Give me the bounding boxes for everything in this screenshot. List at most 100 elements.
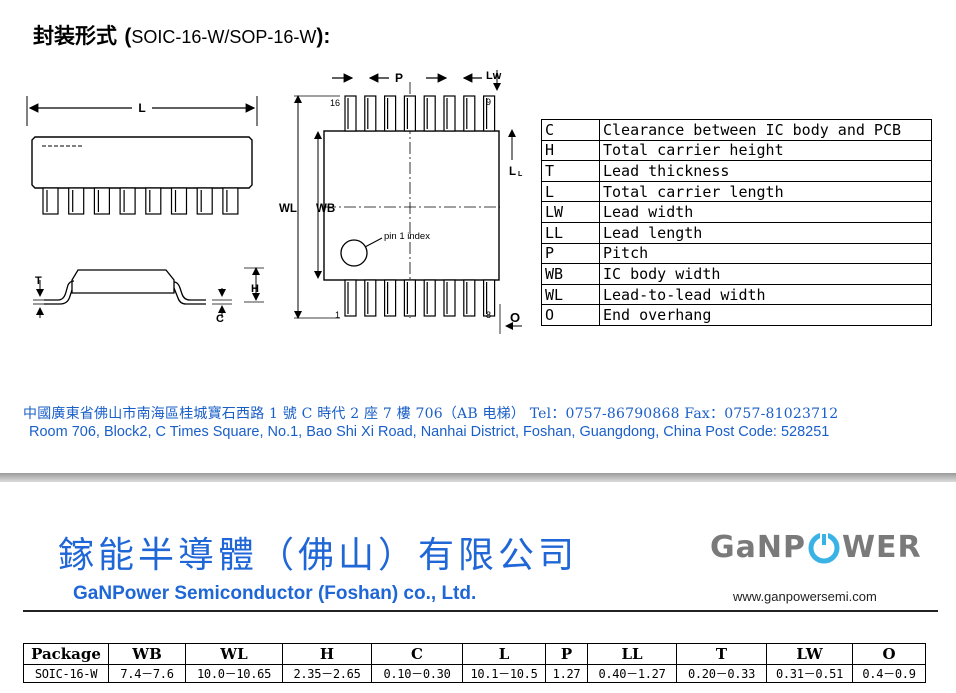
company-website: www.ganpowersemi.com	[733, 589, 877, 604]
letterhead-rule	[23, 610, 938, 612]
dims-header-cell: WB	[108, 643, 186, 665]
pin-16-label: 16	[330, 98, 340, 108]
legend-description: Lead length	[599, 221, 932, 244]
top-lead-upper	[483, 95, 496, 132]
legend-code: L	[541, 180, 600, 203]
dim-l-label: L	[138, 101, 145, 115]
side-lead	[196, 187, 213, 215]
package-outline-drawing: L T H C pin 1 index 16 9 1	[26, 70, 523, 334]
dims-header-cell: LL	[587, 643, 677, 665]
top-lead-upper	[423, 95, 436, 132]
dims-data-cell: 10.0－10.65	[185, 664, 283, 683]
dim-t-label: T	[35, 275, 42, 287]
top-lead-upper	[443, 95, 456, 132]
legend-code: T	[541, 160, 600, 182]
legend-description: End overhang	[599, 304, 932, 326]
legend-code: P	[541, 242, 600, 265]
dim-wl-label: WL	[279, 203, 297, 215]
dims-data-cell: 0.40－1.27	[587, 664, 677, 683]
dim-c-label: C	[216, 313, 224, 325]
side-lead	[145, 187, 162, 215]
top-lead-lower	[344, 279, 357, 317]
top-lead-lower	[403, 279, 416, 317]
dims-header-cell: C	[371, 643, 463, 665]
legend-code: C	[541, 119, 600, 141]
legend-code: H	[541, 139, 600, 162]
dims-header-cell: WL	[185, 643, 283, 665]
dims-header-cell: LW	[766, 643, 853, 665]
top-lead-upper	[384, 95, 397, 132]
dims-data-cell: 7.4－7.6	[108, 664, 186, 683]
dims-data-cell: 10.1－10.5	[462, 664, 546, 683]
top-lead-lower	[423, 279, 436, 317]
side-lead	[170, 187, 188, 215]
legend-code: O	[541, 304, 600, 326]
ganpower-logo: GaNP WER	[710, 530, 922, 565]
dim-p-label: P	[395, 71, 403, 85]
legend-code: WB	[541, 263, 600, 285]
top-lead-lower	[483, 279, 496, 317]
side-lead	[119, 187, 136, 215]
title-cn: 封装形式	[33, 24, 117, 48]
legend-description: Total carrier height	[599, 139, 932, 162]
title-open-paren: (	[124, 25, 132, 48]
dims-header-cell: H	[282, 643, 372, 665]
page-title: 封装形式 (SOIC-16-W/SOP-16-W):	[33, 20, 330, 50]
side-lead	[68, 187, 85, 215]
top-lead-lower	[443, 279, 456, 317]
dims-data-cell: 0.20－0.33	[676, 664, 767, 683]
title-package: SOIC-16-W/SOP-16-W	[131, 27, 317, 47]
dim-ll-label: L	[509, 166, 516, 178]
logo-text-right: WER	[841, 530, 922, 565]
legend-code: LW	[541, 201, 600, 223]
dim-wb-label: WB	[316, 203, 335, 215]
top-view: pin 1 index 16 9 1 8 P Lw WL WB L L O	[279, 70, 523, 334]
dim-o-label: O	[510, 310, 520, 325]
legend-description: Clearance between IC body and PCB	[599, 119, 932, 141]
dims-header-cell: O	[852, 643, 926, 665]
company-name-cn: 鎵能半導體（佛山）有限公司	[58, 535, 579, 576]
dims-data-cell: 1.27	[545, 664, 588, 683]
top-lead-lower	[384, 279, 397, 317]
side-lead	[42, 187, 59, 215]
dims-data-cell: 0.4－0.9	[852, 664, 926, 683]
dims-data-cell: 0.10－0.30	[371, 664, 463, 683]
power-ring-icon	[808, 531, 840, 563]
top-lead-lower	[364, 279, 377, 317]
legend-description: Lead thickness	[599, 160, 932, 182]
legend-description: Total carrier length	[599, 180, 932, 203]
dim-ll-subscript: L	[518, 171, 523, 178]
logo-text-left: GaNP	[710, 530, 806, 565]
dims-header-cell: T	[676, 643, 767, 665]
legend-description: Pitch	[599, 242, 932, 265]
legend-description: IC body width	[599, 263, 932, 285]
dims-data-cell: 2.35－2.65	[282, 664, 372, 683]
dims-header-cell: P	[545, 643, 588, 665]
top-lead-upper	[364, 95, 377, 132]
pin-8-label: 8	[486, 310, 491, 320]
company-name-en: GaNPower Semiconductor (Foshan) co., Ltd…	[73, 583, 477, 604]
legend-description: Lead width	[599, 201, 932, 223]
dims-data-cell: 0.31－0.51	[766, 664, 853, 683]
legend-code: WL	[541, 283, 600, 306]
page-divider	[0, 473, 956, 482]
address-cn: 中國廣東省佛山市南海區桂城寶石西路 1 號 C 時代 2 座 7 樓 706（A…	[23, 406, 839, 422]
legend-code: LL	[541, 221, 600, 244]
dims-header-cell: L	[462, 643, 546, 665]
top-lead-upper	[403, 95, 416, 132]
pin-9-label: 9	[486, 97, 491, 107]
pin-1-label: 1	[335, 310, 340, 320]
top-lead-upper	[344, 95, 357, 132]
